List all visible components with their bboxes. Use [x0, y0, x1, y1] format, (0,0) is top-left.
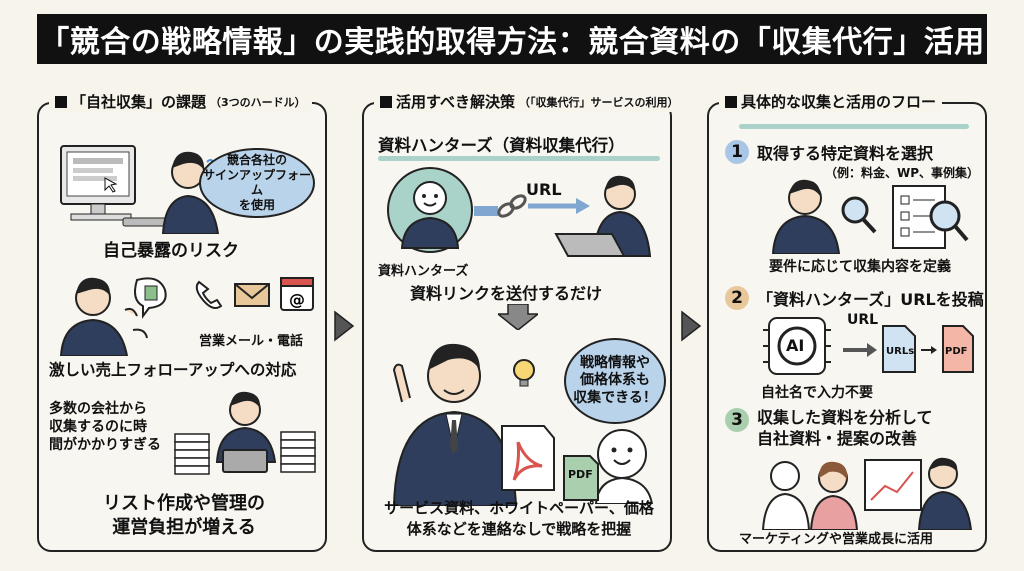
step-2-caption: 自社名で入力不要	[761, 385, 873, 401]
pdf-label: PDF	[568, 468, 593, 481]
solution-summary: サービス資料、ホワイトペーパー、価格 体系などを連絡なしで戦略を把握	[384, 499, 654, 538]
panel-solution: 活用すべき解決策 （「収集代行」サービスの利用） 資料ハンターズ（資料収集代行）…	[362, 91, 685, 552]
strategy-info-bubble: 戦略情報や 価格体系も 収集できる！	[564, 338, 666, 424]
urls-label: URLs	[886, 346, 915, 357]
team-reviewing-chart-icon	[761, 457, 973, 530]
url-label: URL	[847, 312, 879, 328]
panel-flow: 具体的な収集と活用のフロー 1 取得する特定資料を選択 （例：料金、WP、事例集…	[707, 91, 987, 552]
service-underline	[378, 156, 660, 161]
panel-heading-text: 「自社収集」の課題	[71, 93, 207, 111]
risk-time-consuming: 多数の会社から 収集するのに時 間がかかりすぎる	[49, 401, 161, 454]
url-label: URL	[526, 180, 562, 199]
heading-underline	[739, 124, 969, 129]
square-bullet-icon	[55, 95, 67, 108]
step-3-badge: 3	[725, 408, 749, 432]
page-title: 「競合の戦略情報」の実践的取得方法：競合資料の「収集代行」活用	[37, 14, 987, 64]
contact-label: 営業メール・電話	[199, 334, 304, 349]
step-3-caption: マーケティングや営業成長に活用	[739, 532, 933, 547]
panel-heading-text: 具体的な収集と活用のフロー	[741, 93, 937, 111]
risk-management-burden: リスト作成や管理の 運営負担が増える	[103, 493, 265, 539]
hunter-label: 資料ハンターズ	[378, 264, 469, 279]
step-2-title: 「資料ハンターズ」URLを投稿	[757, 290, 984, 309]
panel-heading: 活用すべき解決策 （「収集代行」サービスの利用）	[374, 91, 685, 112]
service-name: 資料ハンターズ（資料収集代行）	[378, 136, 625, 155]
ai-url-to-pdf-icon	[763, 317, 974, 375]
step-1-badge: 1	[725, 140, 749, 164]
risk-self-exposure: 自己暴露のリスク	[103, 241, 239, 261]
panel-self-collection: 「自社収集」の課題 （3つのハードル） 競合各社の サインアップフォーム を使用…	[37, 91, 327, 552]
stressed-person-icon	[59, 277, 167, 356]
step-3-title: 収集した資料を分析して 自社資料・提案の改善	[757, 408, 933, 448]
panel-heading-note: （3つのハードル）	[210, 95, 306, 109]
step-1-note: （例：料金、WP、事例集）	[825, 166, 980, 180]
panel-heading-text: 活用すべき解決策	[396, 93, 515, 111]
bubble-text: 戦略情報や 価格体系も 収集できる！	[573, 354, 657, 406]
hunter-sends-url-icon	[387, 167, 652, 257]
square-bullet-icon	[725, 95, 737, 108]
panel-heading-note: （「収集代行」サービスの利用）	[518, 95, 679, 109]
overwhelmed-worker-icon	[174, 391, 316, 475]
step-2-badge: 2	[725, 286, 749, 310]
square-bullet-icon	[380, 95, 392, 108]
ai-label: AI	[786, 336, 805, 355]
person-with-magnifier-icon	[771, 179, 969, 254]
bubble-text: 競合各社の サインアップフォーム を使用	[202, 153, 311, 212]
phone-mail-calendar-icons: @	[195, 277, 314, 311]
next-arrow-icon	[334, 310, 355, 342]
down-arrow-icon	[498, 304, 538, 330]
worried-person-at-computer-icon	[60, 145, 220, 234]
step-1-title: 取得する特定資料を選択	[757, 144, 934, 163]
businessman-pointing-icon	[392, 343, 555, 506]
send-link-text: 資料リンクを送付するだけ	[410, 284, 603, 303]
risk-sales-followup: 激しい売上フォローアップへの対応	[49, 361, 297, 379]
step-1-caption: 要件に応じて収集内容を定義	[769, 259, 951, 275]
signup-form-bubble: 競合各社の サインアップフォーム を使用	[199, 148, 315, 218]
pdf-label: PDF	[945, 346, 968, 357]
next-arrow-icon	[681, 310, 702, 342]
panel-heading: 具体的な収集と活用のフロー	[719, 91, 943, 112]
panel-heading: 「自社収集」の課題 （3つのハードル）	[49, 91, 312, 112]
happy-person-with-pdf-icon	[563, 429, 654, 504]
svg-text:@: @	[289, 290, 305, 309]
